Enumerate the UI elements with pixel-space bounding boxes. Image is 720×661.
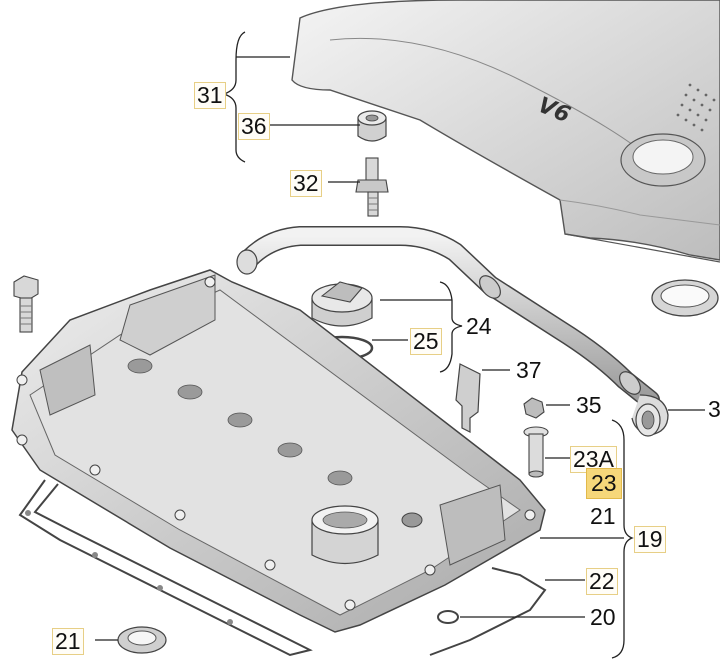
shaft-seal <box>117 626 167 654</box>
breather-hose <box>236 226 669 437</box>
washer <box>437 610 459 624</box>
gasket-left <box>18 479 313 657</box>
callout-37: 37 <box>514 357 544 383</box>
callout-19: 19 <box>634 526 666 553</box>
cap-nut <box>523 397 545 419</box>
leader-lines <box>95 31 705 659</box>
callout-35: 35 <box>574 392 604 418</box>
callout-32: 32 <box>290 170 322 197</box>
cylinder-head-cover <box>11 269 546 633</box>
bracket <box>455 363 481 433</box>
gasket-studs <box>25 510 233 625</box>
hex-bolt <box>13 275 39 333</box>
seal-ring <box>651 279 719 317</box>
callout-3-cut-off: 3 <box>708 396 720 422</box>
oil-filler-cap <box>311 281 373 327</box>
callout-36: 36 <box>238 113 270 140</box>
callout-20: 20 <box>588 604 618 630</box>
spacer-sleeve <box>523 426 549 478</box>
callout-24: 24 <box>464 313 494 339</box>
callout-21-left: 21 <box>52 628 84 655</box>
mounting-stud <box>355 157 389 217</box>
dot-grille <box>676 83 716 132</box>
callout-21-right: 21 <box>588 503 618 529</box>
callout-25: 25 <box>410 328 442 355</box>
rubber-grommet <box>357 110 387 142</box>
callout-22: 22 <box>586 568 618 595</box>
engine-cover <box>291 0 720 263</box>
callout-23-highlighted: 23 <box>586 468 622 499</box>
gasket-right <box>429 567 547 656</box>
callout-31: 31 <box>194 82 226 109</box>
